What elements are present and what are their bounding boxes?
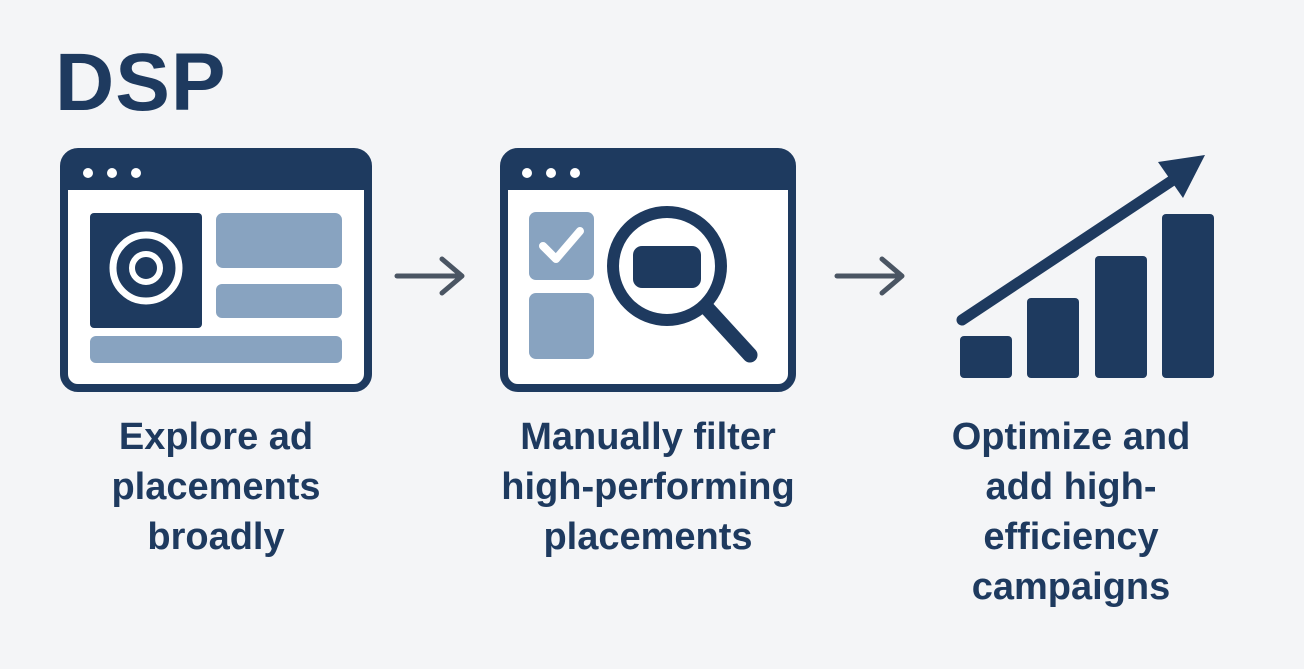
step-2-label: Manually filter high-performing placemen… <box>501 416 795 558</box>
browser-target-icon <box>60 148 372 392</box>
growth-chart-icon <box>956 155 1214 378</box>
diagram-title: DSP <box>55 37 227 128</box>
browser-magnifier-icon <box>500 148 796 392</box>
step-1-label: Explore ad placements broadly <box>111 416 321 558</box>
step-3-label: Optimize and add high- efficiency campai… <box>951 416 1191 608</box>
arrow-right-icon <box>834 256 905 296</box>
arrow-right-icon <box>394 256 465 296</box>
